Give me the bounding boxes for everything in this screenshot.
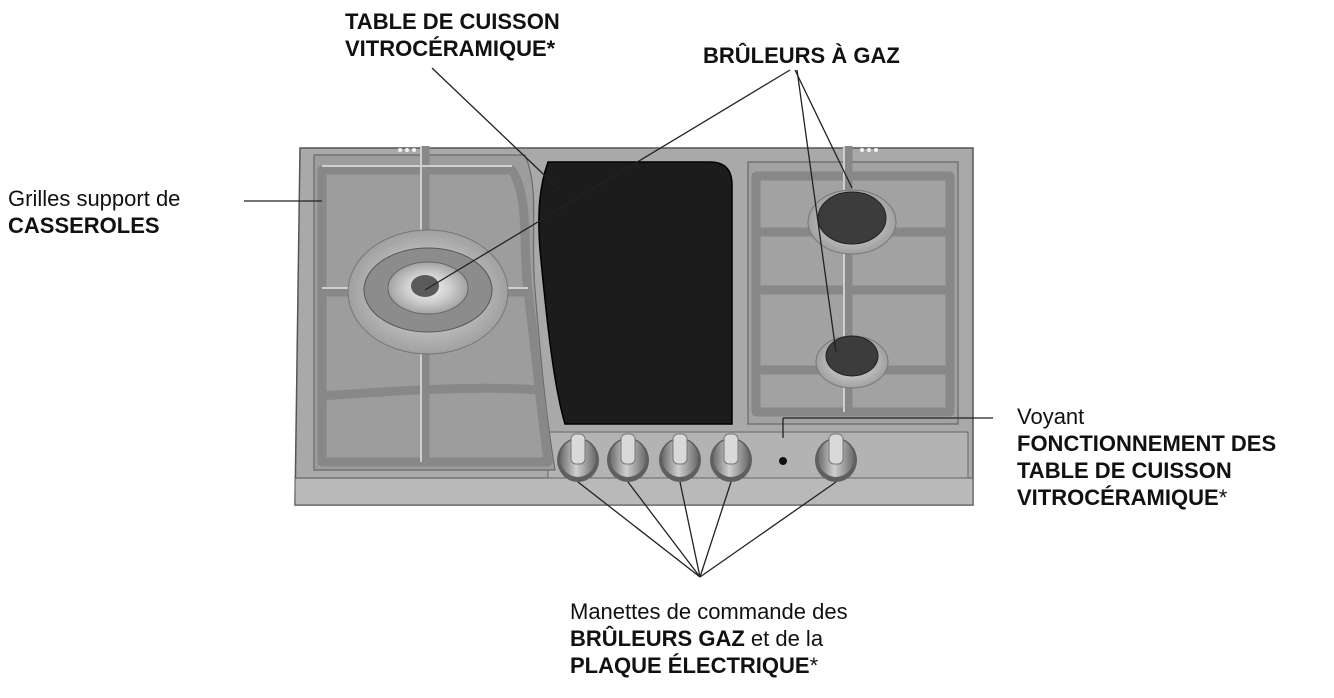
control-knobs: [557, 433, 857, 482]
label-knobs-line2: BRÛLEURS GAZ et de la: [570, 625, 848, 652]
label-knobs-line3: PLAQUE ÉLECTRIQUE*: [570, 652, 848, 679]
label-vitro-line1: TABLE DE CUISSON: [345, 9, 560, 34]
label-indicator-line2: FONCTIONNEMENT DES: [1017, 431, 1277, 456]
leader-lines: [244, 67, 993, 578]
hob-front-edge: [294, 477, 974, 506]
label-indicator: Voyant FONCTIONNEMENT DES TABLE DE CUISS…: [1017, 403, 1276, 511]
control-knob[interactable]: [607, 433, 649, 482]
label-vitro-line2: VITROCÉRAMIQUE*: [345, 36, 556, 61]
leader-gas-rear: [794, 69, 853, 189]
leader-knob-2: [627, 481, 701, 578]
label-knobs-line2-bold: BRÛLEURS GAZ: [570, 626, 745, 651]
leader-gas-wok: [424, 69, 791, 291]
vent-dots: [398, 148, 878, 152]
label-knobs-asterisk: *: [809, 653, 819, 678]
leader-vitro: [431, 67, 561, 191]
front-right-burner: [815, 335, 889, 389]
control-knob[interactable]: [659, 433, 701, 482]
label-pan-grids: Grilles support de CASSEROLES: [8, 185, 180, 239]
leader-knob-1: [577, 481, 701, 578]
vitroceramic-zone: [538, 161, 733, 425]
control-knob[interactable]: [815, 433, 857, 482]
label-gas-burners: BRÛLEURS À GAZ: [703, 42, 900, 69]
leader-knob-3: [679, 481, 701, 578]
label-pan-grids-line2: CASSEROLES: [8, 213, 160, 238]
wok-burner: [347, 229, 509, 355]
label-knobs-line2-rest: et de la: [744, 626, 824, 651]
leader-gas-front: [796, 69, 837, 353]
label-pan-grids-line1: Grilles support de: [8, 186, 181, 211]
control-knob[interactable]: [557, 433, 599, 482]
label-gas-burners-text: BRÛLEURS À GAZ: [703, 43, 900, 68]
leader-knob-5: [699, 481, 837, 578]
label-vitro-top: TABLE DE CUISSON VITROCÉRAMIQUE*: [345, 8, 560, 62]
leader-knob-4: [699, 481, 732, 578]
label-knobs-line3-bold: PLAQUE ÉLECTRIQUE: [570, 653, 810, 678]
rear-right-burner: [807, 189, 897, 255]
control-knob[interactable]: [710, 433, 752, 482]
label-knobs-line1: Manettes de commande des: [570, 599, 848, 624]
label-indicator-line4: VITROCÉRAMIQUE: [1017, 485, 1219, 510]
label-indicator-line3: TABLE DE CUISSON: [1017, 458, 1232, 483]
label-indicator-line4-wrap: VITROCÉRAMIQUE*: [1017, 484, 1276, 511]
indicator-light: [779, 457, 787, 465]
label-indicator-asterisk: *: [1218, 485, 1228, 510]
label-indicator-line1: Voyant: [1017, 404, 1085, 429]
label-knobs: Manettes de commande des BRÛLEURS GAZ et…: [570, 598, 848, 679]
